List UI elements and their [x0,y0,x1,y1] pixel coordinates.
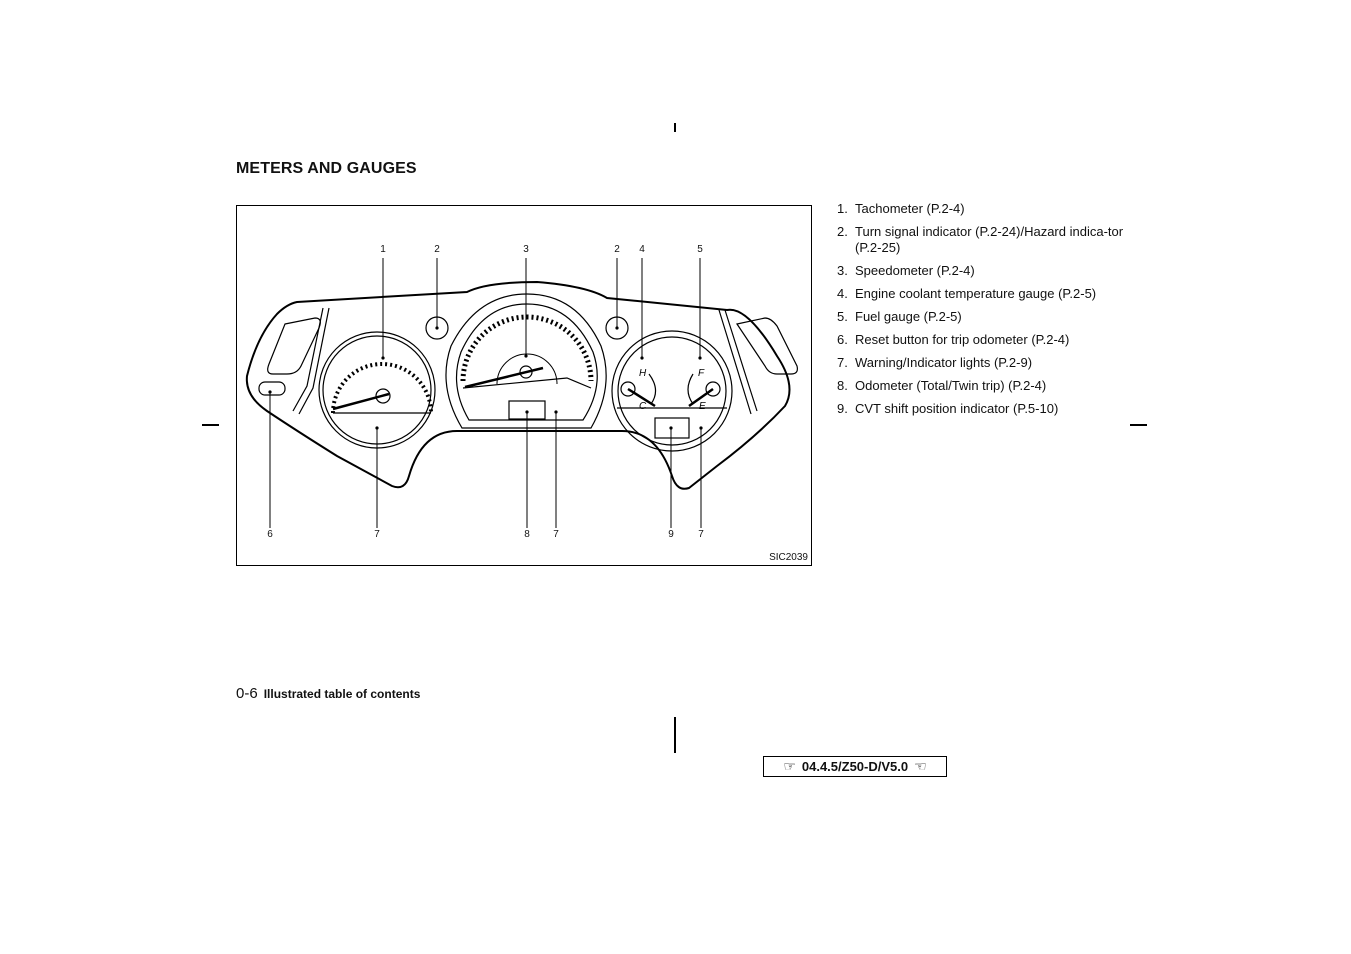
legend-item: 1.Tachometer (P.2-4) [837,201,965,216]
crop-mark-top [674,123,676,132]
legend-item: 6.Reset button for trip odometer (P.2-4) [837,332,1070,347]
callout-6: 6 [267,529,273,540]
svg-text:E: E [699,401,706,412]
svg-text:F: F [698,368,705,379]
version-label: 04.4.5/Z50-D/V5.0 [801,759,909,774]
legend-item: 5.Fuel gauge (P.2-5) [837,309,962,324]
svg-text:C: C [639,401,647,412]
callout-4: 4 [639,244,645,255]
callout-9: 9 [668,529,674,540]
callout-3: 3 [523,244,529,255]
section-title: METERS AND GAUGES [236,160,417,177]
pointing-left-hand-icon: ☜ [914,758,927,774]
legend-item: 7.Warning/Indicator lights (P.2-9) [837,355,1033,370]
page-number: 0-6 [236,685,258,702]
instrument-cluster-figure: H C F E 1 2 3 2 4 5 6 7 8 7 9 7 SIC2039 [236,205,812,566]
legend-list: 1.Tachometer (P.2-4) 2.Turn signal indic… [837,201,1127,424]
callout-8: 8 [524,529,530,540]
page-footer: 0-6 Illustrated table of contents [236,685,420,702]
crop-mark-left [202,424,219,426]
legend-item: 4.Engine coolant temperature gauge (P.2-… [837,286,1097,301]
figure-code: SIC2039 [769,552,808,563]
version-stamp: ☞ 04.4.5/Z50-D/V5.0 ☜ [763,756,947,777]
callout-7c: 7 [698,529,704,540]
legend-item: 9.CVT shift position indicator (P.5-10) [837,401,1059,416]
svg-text:H: H [639,368,647,379]
legend-item: 2.Turn signal indicator (P.2-24)/Hazard … [837,224,1124,255]
instrument-cluster-diagram: H C F E [245,258,798,528]
crop-mark-right [1130,424,1147,426]
crop-mark-bottom [674,717,676,753]
pointing-right-hand-icon: ☞ [783,758,796,774]
callout-2: 2 [434,244,440,255]
callout-7a: 7 [374,529,380,540]
legend-item: 3.Speedometer (P.2-4) [837,263,975,278]
callout-1: 1 [380,244,386,255]
legend-item: 8.Odometer (Total/Twin trip) (P.2-4) [837,378,1047,393]
callout-7b: 7 [553,529,559,540]
callout-5: 5 [697,244,703,255]
page-footer-title: Illustrated table of contents [263,687,421,701]
callout-2b: 2 [614,244,620,255]
